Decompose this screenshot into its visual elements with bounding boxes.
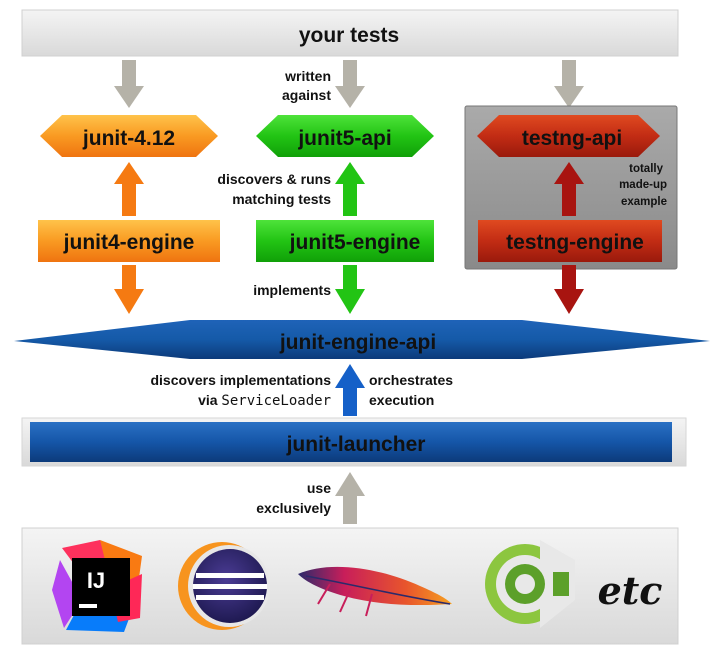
junit5-api-label: junit5-api bbox=[297, 127, 391, 150]
discovers-impl-label-2: via ServiceLoader bbox=[198, 392, 331, 409]
serviceloader-code: ServiceLoader bbox=[221, 393, 331, 409]
junit4-api-node bbox=[40, 115, 218, 157]
eclipse-logo bbox=[178, 542, 270, 630]
intellij-logo: IJ bbox=[52, 540, 142, 632]
arrow-junit5-engine-to-engine-api bbox=[335, 265, 365, 314]
use-exclusively-label-1: use bbox=[307, 480, 331, 496]
written-against-label-2: against bbox=[282, 87, 331, 103]
discovers-impl-via: via bbox=[198, 392, 221, 408]
arrow-tools-to-launcher bbox=[335, 472, 365, 524]
written-against-label-1: written bbox=[284, 68, 331, 84]
made-up-label-1: totally bbox=[629, 163, 663, 175]
apache-feather-icon bbox=[298, 566, 452, 617]
made-up-label-3: example bbox=[621, 196, 667, 208]
arrow-junit4-engine-to-api bbox=[114, 162, 144, 216]
discovers-impl-label-1: discovers implementations bbox=[150, 372, 331, 388]
junit5-engine-label: junit5-engine bbox=[289, 231, 421, 254]
use-exclusively-label-2: exclusively bbox=[256, 500, 331, 516]
discovers-runs-label-2: matching tests bbox=[232, 191, 331, 207]
arrow-junit4-engine-to-engine-api bbox=[114, 265, 144, 314]
made-up-label-2: made-up bbox=[619, 179, 667, 191]
arrow-launcher-to-engine-api bbox=[335, 364, 365, 416]
testng-engine-label: testng-engine bbox=[506, 231, 644, 254]
junit5-api-node bbox=[256, 115, 434, 157]
testng-api-node bbox=[477, 115, 660, 157]
arrow-your-tests-to-testng bbox=[554, 60, 584, 108]
ci-tool-logo bbox=[485, 540, 575, 628]
engine-api-label: junit-engine-api bbox=[279, 331, 436, 354]
implements-label: implements bbox=[253, 282, 331, 298]
junit4-engine-label: junit4-engine bbox=[63, 231, 195, 254]
arrow-junit5-engine-to-api bbox=[335, 162, 365, 216]
your-tests-label: your tests bbox=[299, 24, 399, 47]
your-tests-bar bbox=[21, 9, 679, 57]
arrow-testng-engine-to-api bbox=[554, 162, 584, 216]
launcher-label: junit-launcher bbox=[286, 433, 426, 456]
orchestrates-label-2: execution bbox=[369, 392, 434, 408]
testng-api-label: testng-api bbox=[522, 127, 622, 150]
intellij-text: IJ bbox=[87, 568, 105, 593]
discovers-runs-label-1: discovers & runs bbox=[217, 171, 331, 187]
arrow-your-tests-to-junit5 bbox=[335, 60, 365, 108]
arrow-your-tests-to-junit4 bbox=[114, 60, 144, 108]
junit4-api-label: junit-4.12 bbox=[82, 127, 175, 150]
arrow-testng-engine-to-engine-api bbox=[554, 265, 584, 314]
junit4-engine-node bbox=[38, 220, 220, 262]
orchestrates-label-1: orchestrates bbox=[369, 372, 453, 388]
etc-label: etc bbox=[598, 568, 663, 613]
testng-engine-node bbox=[478, 220, 662, 262]
launcher-node bbox=[30, 422, 672, 462]
engine-api-node bbox=[14, 320, 710, 359]
junit5-engine-node bbox=[256, 220, 434, 262]
